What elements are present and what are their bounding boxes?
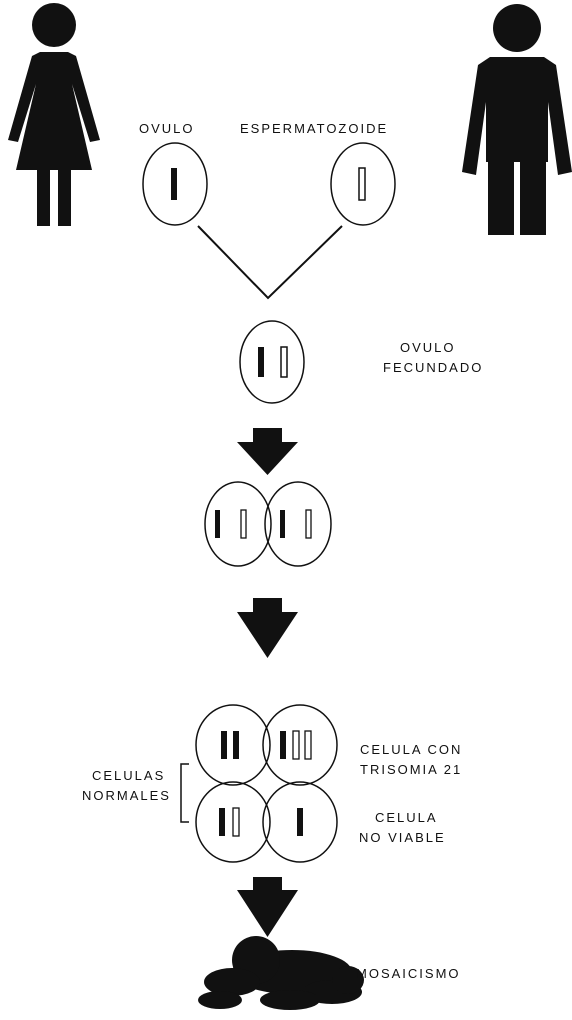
- female-figure-icon: [8, 3, 100, 226]
- ovulo-label: OVULO: [139, 121, 195, 136]
- crawling-baby-icon: [198, 936, 364, 1010]
- ovulo-fecundado-label-1: OVULO: [400, 340, 456, 355]
- down-arrow-icon: [237, 428, 298, 475]
- chromosome-paternal: [280, 346, 288, 378]
- espermatozoide-label: ESPERMATOZOIDE: [240, 121, 388, 136]
- four-cell-stage: [195, 704, 338, 863]
- celula-trisomia-label-1: CELULA CON: [360, 742, 462, 757]
- two-cell-stage: [204, 481, 332, 567]
- chromosome-maternal: [171, 168, 177, 200]
- male-figure-icon: [462, 4, 572, 235]
- mosaicismo-label: MOSAICISMO: [356, 966, 461, 981]
- celula-trisomia-label-2: TRISOMIA 21: [360, 762, 462, 777]
- celulas-normales-label-2: NORMALES: [82, 788, 171, 803]
- sperm-cell: [330, 142, 396, 226]
- fertilization-lines: [197, 225, 343, 300]
- fertilized-ovule: [239, 320, 305, 404]
- celulas-normales-label-1: CELULAS: [92, 768, 165, 783]
- chromosome-maternal: [258, 347, 264, 377]
- normal-cells-bracket: [180, 763, 189, 823]
- celula-no-viable-label-2: NO VIABLE: [359, 830, 446, 845]
- ovulo-fecundado-label-2: FECUNDADO: [383, 360, 483, 375]
- chromosome-paternal: [358, 167, 366, 201]
- down-arrow-icon: [237, 877, 298, 937]
- ovule-cell: [142, 142, 208, 226]
- down-arrow-icon: [237, 598, 298, 658]
- celula-no-viable-label-1: CELULA: [375, 810, 438, 825]
